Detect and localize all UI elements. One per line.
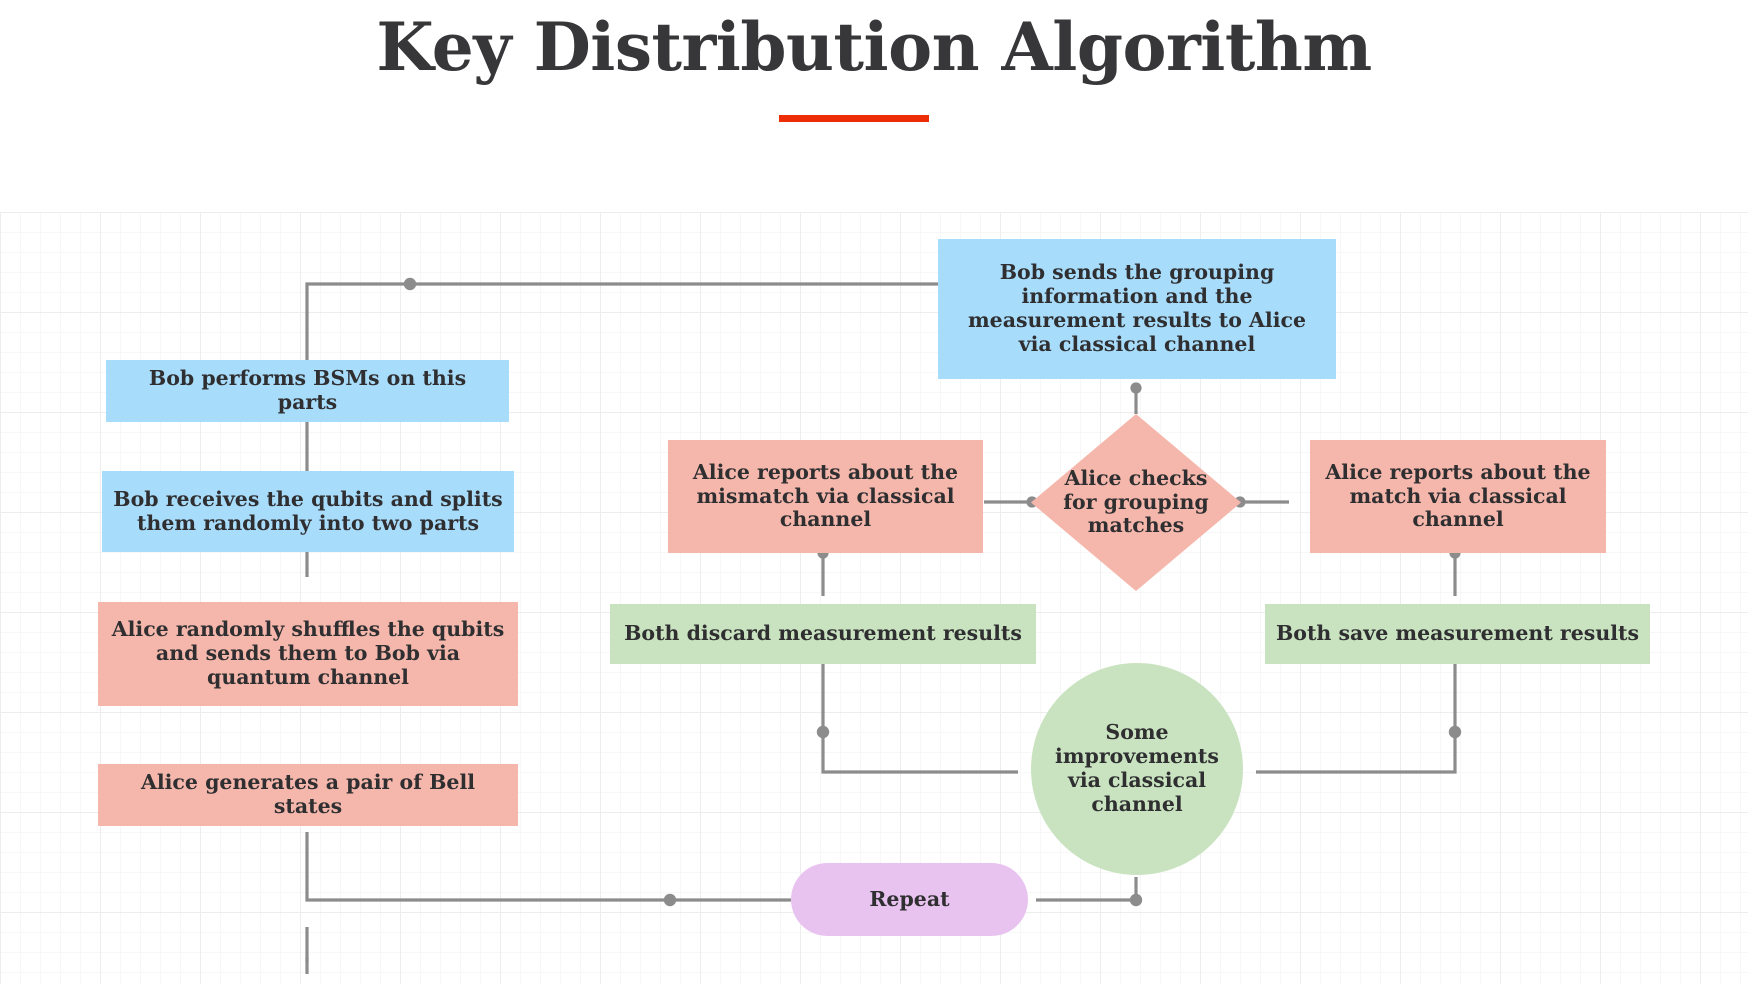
node-some-improvements[interactable]: Some improvements via classical channel [1031,663,1243,875]
edge-repeat-to-generates-dot [663,893,677,907]
node-label: Alice randomly shuffles the qubits and s… [111,617,505,689]
node-alice-reports-mismatch[interactable]: Alice reports about the mismatch via cla… [668,440,983,553]
node-both-discard-results[interactable]: Both discard measurement results [610,604,1036,664]
node-label: Alice reports about the mismatch via cla… [692,459,959,532]
page-title: Key Distribution Algorithm [376,8,1372,86]
node-label: Repeat [869,886,950,911]
node-label: Alice checks for grouping matches [1063,465,1209,538]
edge-repeat-to-generates [305,832,791,902]
edge-save-to-improvements [1256,663,1457,774]
node-label: Bob sends the grouping information and t… [967,260,1307,356]
node-label: Alice reports about the match via classi… [1325,459,1591,532]
node-bob-performs-bsms[interactable]: Bob performs BSMs on this parts [106,360,509,422]
node-bob-receives-qubits[interactable]: Bob receives the qubits and splits them … [102,471,514,552]
node-label: Bob receives the qubits and splits them … [113,486,503,535]
node-label: Alice generates a pair of Bell states [140,770,476,818]
node-label: Both discard measurement results [624,621,1022,646]
diamond-shape [1031,414,1241,591]
edge-save-to-improvements-dot [1448,725,1462,739]
flowchart-canvas[interactable]: Bob sends the grouping information and t… [0,212,1748,984]
edge-discard-to-improvements [821,663,1018,774]
edge-bsm-to-bob-sends-dot [403,277,417,291]
node-label: Both save measurement results [1275,621,1640,646]
node-bob-sends-grouping-info[interactable]: Bob sends the grouping information and t… [938,239,1336,379]
page-header: Key Distribution Algorithm [0,0,1748,212]
edge-discard-to-improvements-dot [816,725,830,739]
node-alice-shuffles-qubits[interactable]: Alice randomly shuffles the qubits and s… [98,602,518,706]
edge-improvements-to-repeat-dot [1129,893,1143,907]
node-repeat[interactable]: Repeat [791,863,1028,936]
node-alice-reports-match[interactable]: Alice reports about the match via classi… [1310,440,1606,553]
node-both-save-results[interactable]: Both save measurement results [1265,604,1650,664]
node-alice-generates-bell-states[interactable]: Alice generates a pair of Bell states [98,764,518,826]
title-underline-rule [779,115,929,122]
edge-improvements-to-repeat [1036,877,1138,902]
node-label: Some improvements via classical channel [1055,720,1219,816]
node-alice-checks-grouping-matches[interactable]: Alice checks for grouping matches [1031,414,1241,591]
node-label: Bob performs BSMs on this parts [148,366,467,414]
